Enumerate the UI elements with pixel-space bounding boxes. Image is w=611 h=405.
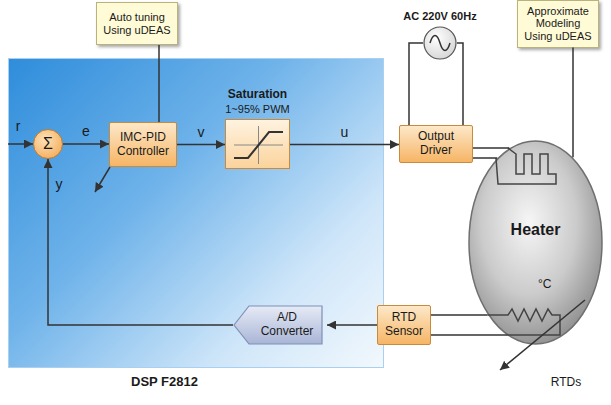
- node-text: Saturation: [228, 88, 287, 102]
- sat-outline: [226, 120, 289, 168]
- reference-arrow: [8, 143, 33, 145]
- note-box: Approximate Modeling Using uDEAS: [517, 0, 599, 48]
- node-text: Output Driver: [403, 130, 469, 158]
- heater: Heater °C: [468, 140, 603, 345]
- signal-name: r: [16, 119, 21, 133]
- heater-outline: [468, 140, 603, 345]
- saturation-curve: [234, 132, 283, 158]
- node-text: DSP F2812: [131, 375, 198, 390]
- signal-arrow: [63, 143, 109, 145]
- node-subtext: 1~95% PWM: [225, 103, 290, 116]
- note-box: Auto tuning Using uDEAS: [96, 2, 178, 45]
- signal-name: u: [341, 125, 349, 139]
- saturation-block: Saturation1~95% PWM: [225, 119, 290, 169]
- signal-name: e: [82, 124, 90, 138]
- ac-outline: [423, 26, 457, 60]
- signal-arrow: [327, 324, 377, 326]
- wire-line: [473, 157, 497, 159]
- node-text: A/D Converter: [250, 311, 324, 339]
- driver-box: Output Driver: [399, 125, 473, 163]
- heater-body: [469, 141, 602, 344]
- wire-line: [158, 45, 160, 122]
- wire-line: [431, 314, 488, 316]
- ad-converter: A/D Converter: [233, 305, 327, 345]
- node-text: Approximate Modeling Using uDEAS: [521, 5, 595, 43]
- node-subtext: °C: [538, 278, 551, 292]
- node-text: Heater: [511, 221, 561, 239]
- source-circle: [424, 27, 456, 59]
- dsp-region: DSP F2812ΣIMC-PID ControllerSaturation1~…: [8, 58, 384, 368]
- summing-junction: Σ: [33, 129, 63, 159]
- node-text: AC 220V 60Hz: [403, 10, 476, 23]
- signal-name: v: [198, 125, 205, 139]
- wire-line: [409, 43, 423, 125]
- edge-group: [48, 43, 573, 335]
- heating-coil: [496, 148, 556, 184]
- node-text: Σ: [43, 135, 53, 153]
- rtd-arrow: [500, 300, 585, 370]
- axis-lines: [234, 126, 283, 164]
- node-text: RTD Sensor: [381, 311, 427, 339]
- tuning-arrow: [95, 167, 110, 192]
- part-name: RTDs: [551, 376, 581, 388]
- wire-line: [473, 147, 509, 149]
- decoration: [8, 144, 585, 370]
- signal-arrow: [177, 144, 225, 146]
- wire-line: [457, 43, 463, 125]
- node-text: IMC-PID Controller: [113, 131, 173, 159]
- wire-line: [431, 334, 506, 336]
- controller-box: IMC-PID Controller: [109, 122, 177, 167]
- node-text: Auto tuning Using uDEAS: [101, 11, 173, 36]
- signal-arrow: [48, 159, 233, 325]
- sine-symbol: [430, 36, 450, 51]
- wire-line: [572, 48, 574, 158]
- signal-name: y: [56, 177, 63, 191]
- ac-source: AC 220V 60Hz: [423, 26, 457, 60]
- signal-arrow: [290, 144, 399, 146]
- resistor-symbol: [488, 309, 560, 335]
- sensor-box: RTD Sensor: [377, 305, 431, 345]
